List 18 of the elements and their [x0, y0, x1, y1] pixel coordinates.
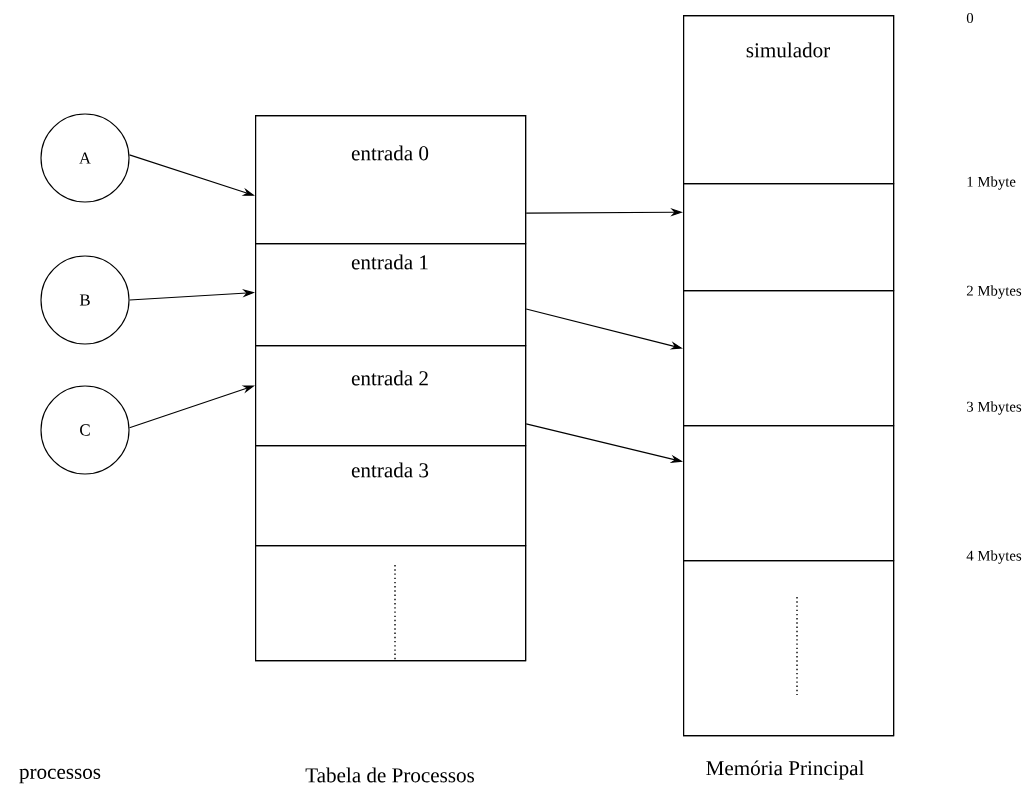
caption: Memória Principal	[706, 760, 864, 780]
scale-label: 2 Mbytes	[966, 285, 1022, 299]
caption: Tabela de Processos	[305, 767, 474, 783]
memory-segment	[683, 183, 895, 292]
scale-label: 1 Mbyte	[967, 176, 1016, 190]
caption: processos	[19, 768, 101, 784]
scale-label: 3 Mbytes	[967, 401, 1022, 415]
memory-segment	[683, 560, 895, 737]
table-row: entrada 3	[255, 445, 527, 547]
memory-segment: simulador	[683, 15, 895, 185]
table-row: entrada 1	[255, 243, 527, 347]
memory-segment	[683, 290, 895, 427]
scale-label: 4 Mbytes	[966, 550, 1022, 564]
scale-label: 0	[966, 13, 974, 23]
table-row	[255, 545, 527, 662]
table-row: entrada 2	[255, 345, 527, 447]
table-row: entrada 0	[255, 115, 527, 245]
memory-segment	[683, 425, 895, 562]
